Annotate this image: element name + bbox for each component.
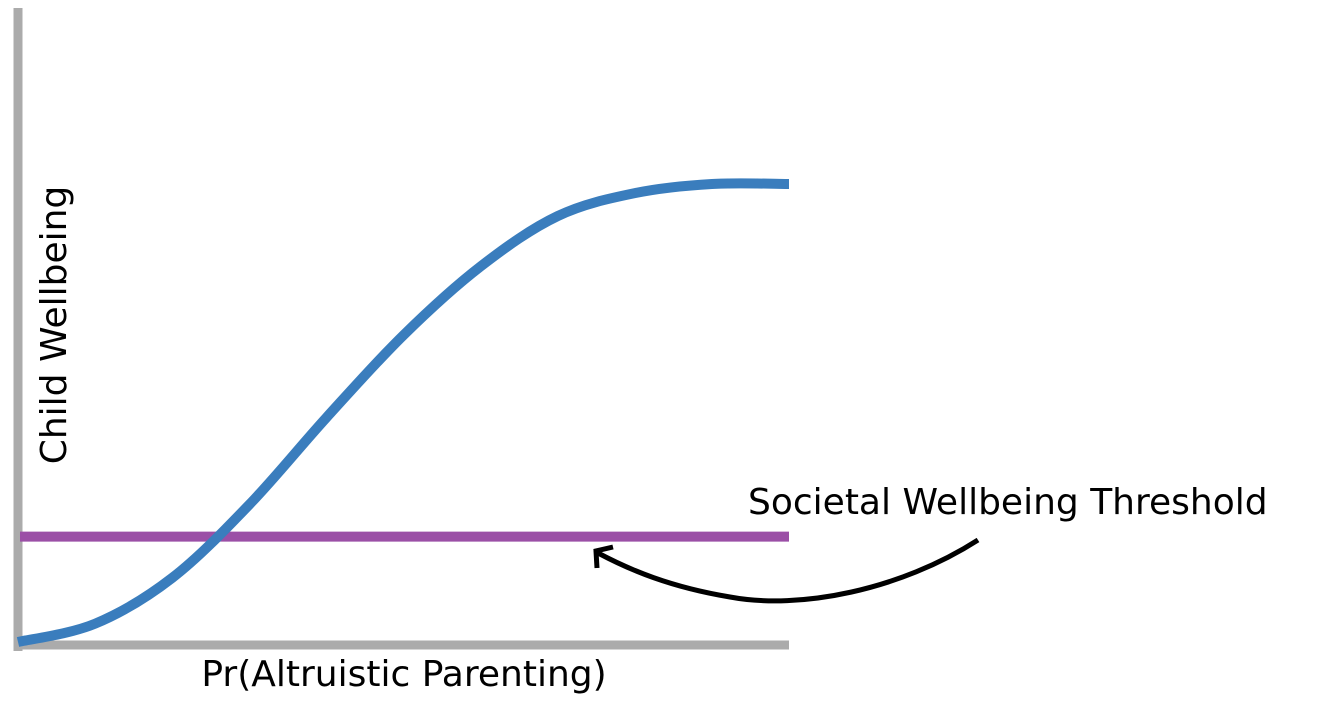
wellbeing-curve — [16, 178, 790, 647]
y-axis-label: Child Wellbeing — [34, 186, 75, 465]
x-axis-label: Pr(Altruistic Parenting) — [201, 654, 606, 695]
annotation-arrow — [596, 537, 980, 604]
annotation-arrowhead — [593, 544, 614, 569]
threshold-annotation-label: Societal Wellbeing Threshold — [748, 482, 1268, 523]
